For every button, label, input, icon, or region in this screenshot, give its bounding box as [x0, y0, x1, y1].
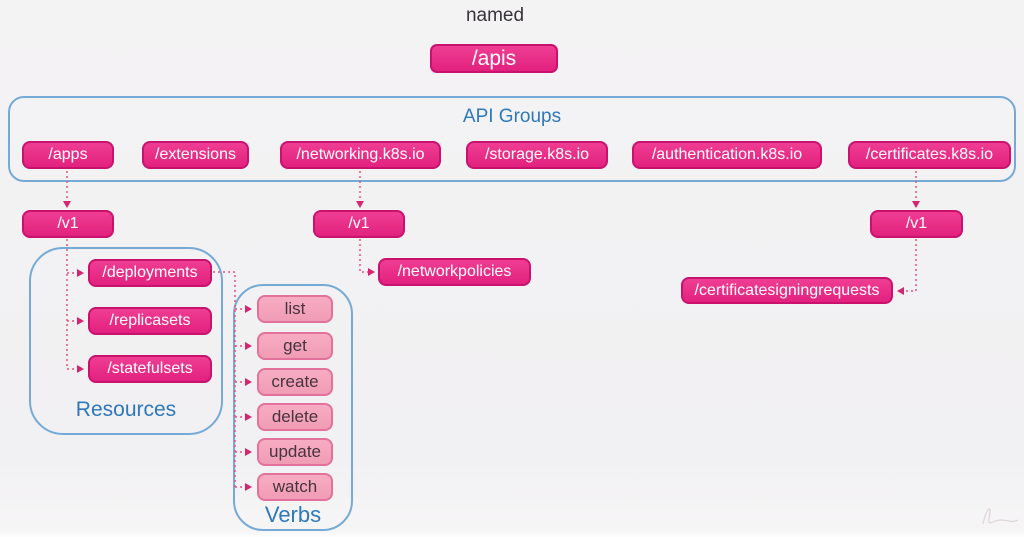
- version-node-networking-v1: /v1: [313, 210, 405, 238]
- api-groups-container: [8, 96, 1016, 182]
- watermark: [982, 508, 1019, 525]
- verb-get: get: [257, 332, 333, 360]
- resources-title: Resources: [75, 398, 177, 421]
- resource-deployments: /deployments: [88, 259, 212, 287]
- verbs-title: Verbs: [264, 502, 322, 527]
- apis-node: /apis: [430, 44, 558, 73]
- api-group-networking: /networking.k8s.io: [280, 141, 441, 169]
- verb-list: list: [257, 295, 333, 323]
- api-groups-title: API Groups: [462, 106, 562, 127]
- version-node-certificates-v1: /v1: [870, 210, 963, 238]
- named-label: named: [465, 5, 525, 26]
- resource-certificatesigningrequests: /certificatesigningrequests: [681, 277, 893, 304]
- verb-create: create: [257, 368, 333, 396]
- resource-statefulsets: /statefulsets: [88, 355, 212, 383]
- resource-networkpolicies: /networkpolicies: [378, 258, 531, 286]
- api-group-apps: /apps: [22, 141, 114, 169]
- api-group-storage: /storage.k8s.io: [466, 141, 608, 169]
- verb-update: update: [257, 438, 333, 466]
- api-group-authentication: /authentication.k8s.io: [632, 141, 822, 169]
- version-node-apps-v1: /v1: [22, 210, 114, 238]
- verb-watch: watch: [257, 473, 333, 501]
- bottom-fade: [0, 531, 1024, 537]
- api-group-extensions: /extensions: [142, 141, 249, 169]
- resource-replicasets: /replicasets: [88, 307, 212, 335]
- api-group-certificates: /certificates.k8s.io: [848, 141, 1011, 169]
- verb-delete: delete: [257, 403, 333, 431]
